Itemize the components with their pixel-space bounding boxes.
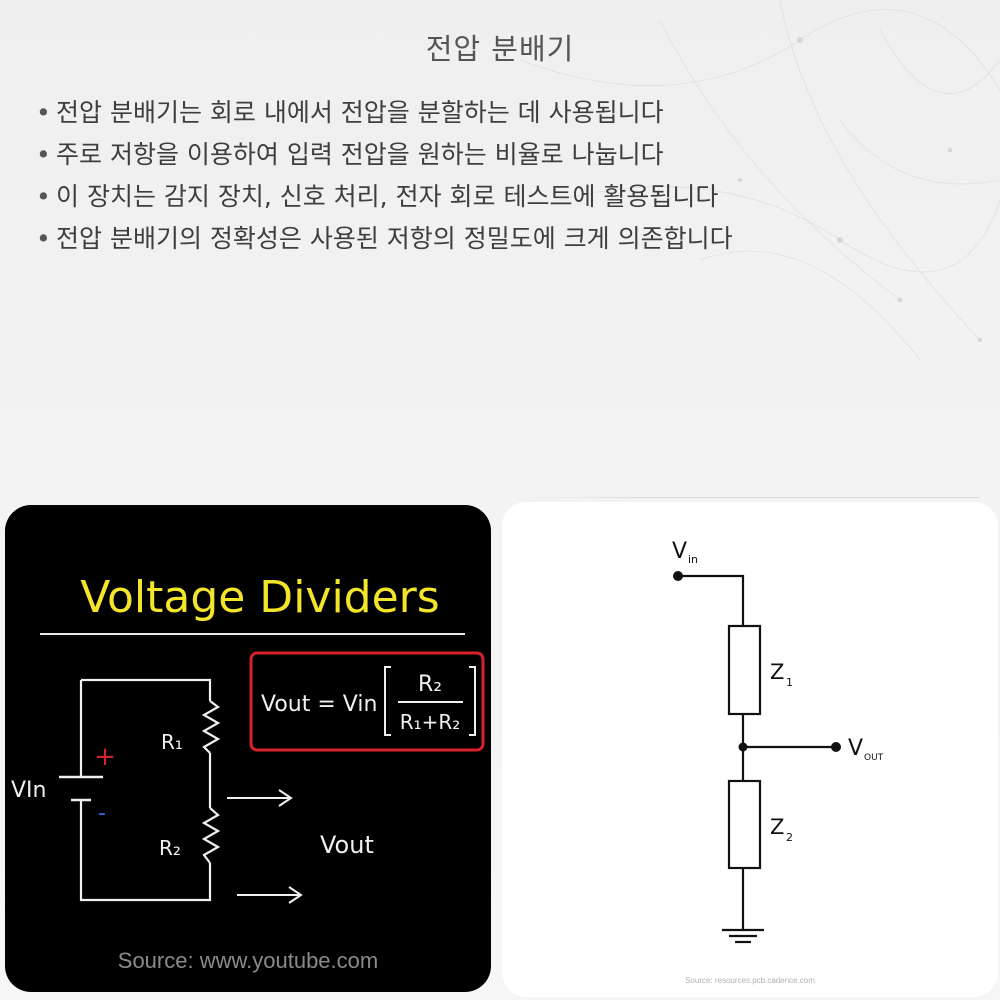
bullet-text: 이 장치는 감지 장치, 신호 처리, 전자 회로 테스트에 활용됩니다 — [56, 182, 719, 211]
junction-dot — [738, 742, 748, 752]
vout-label-main: V — [848, 736, 863, 761]
bullet-text: 전압 분배기의 정확성은 사용된 저항의 정밀도에 크게 의존합니다 — [56, 224, 733, 253]
image-source-caption: Source: www.youtube.com — [117, 948, 379, 973]
circuit-wires — [79, 678, 212, 902]
resistor-r1 — [201, 700, 221, 754]
z1-label-sub: 1 — [786, 676, 793, 689]
vout-label: Vout — [320, 831, 374, 859]
vin-label-sub: in — [688, 553, 698, 566]
output-arrows — [227, 789, 303, 904]
voltage-divider-schematic-image: V in Z 1 Z 2 V OUT Source: resources.pcb… — [502, 502, 998, 997]
chalkboard-drawing: Voltage Dividers Vout = Vin R₂ R₁+R₂ + - — [11, 572, 485, 904]
bullet-dot-icon: • — [36, 98, 51, 127]
bullet-item: •전압 분배기는 회로 내에서 전압을 분할하는 데 사용됩니다 — [36, 92, 733, 134]
bullet-dot-icon: • — [36, 224, 51, 253]
schematic-drawing: V in Z 1 Z 2 V OUT — [672, 539, 884, 944]
bullet-item: •주로 저항을 이용하여 입력 전압을 원하는 비율로 나눕니다 — [36, 134, 733, 176]
slide-title: 전압 분배기 — [425, 32, 575, 66]
ground-symbol-icon — [722, 928, 764, 944]
formula-left-bracket — [384, 666, 391, 736]
formula-numerator: R₂ — [418, 672, 442, 697]
bullet-dot-icon: • — [36, 182, 51, 211]
r1-label: R₁ — [161, 730, 183, 754]
vout-terminal-dot — [831, 742, 841, 752]
bullet-list: •전압 분배기는 회로 내에서 전압을 분할하는 데 사용됩니다 •주로 저항을… — [36, 92, 733, 260]
bullet-dot-icon: • — [36, 140, 51, 169]
formula-lhs: Vout = Vin — [261, 692, 377, 717]
r2-label: R₂ — [159, 836, 181, 860]
vin-terminal-dot — [673, 571, 683, 581]
z2-label-main: Z — [770, 815, 784, 839]
z1-label-main: Z — [770, 660, 784, 684]
bullet-item: •이 장치는 감지 장치, 신호 처리, 전자 회로 테스트에 활용됩니다 — [36, 176, 733, 218]
schematic-wires — [678, 574, 836, 930]
chalkboard-heading: Voltage Dividers — [80, 572, 439, 623]
image-source-caption: Source: resources.pcb.cadence.com — [685, 976, 815, 985]
impedance-z2 — [727, 779, 762, 870]
formula-box — [249, 651, 485, 752]
vin-label: VIn — [11, 778, 46, 803]
voltage-divider-chalkboard-image: Voltage Dividers Vout = Vin R₂ R₁+R₂ + - — [5, 505, 491, 992]
bullet-text: 전압 분배기는 회로 내에서 전압을 분할하는 데 사용됩니다 — [56, 98, 664, 127]
background-network-decoration — [519, 0, 1000, 361]
plus-sign: + — [94, 742, 116, 772]
bullet-text: 주로 저항을 이용하여 입력 전압을 원하는 비율로 나눕니다 — [56, 140, 664, 169]
formula-right-bracket — [469, 666, 476, 736]
formula-denominator: R₁+R₂ — [400, 710, 461, 734]
z2-label-sub: 2 — [786, 831, 793, 844]
vout-label-sub: OUT — [864, 753, 884, 763]
bullet-item: •전압 분배기의 정확성은 사용된 저항의 정밀도에 크게 의존합니다 — [36, 218, 733, 260]
resistor-r2 — [201, 807, 221, 864]
minus-sign: - — [98, 801, 106, 826]
divider-line — [520, 497, 980, 498]
vin-label-main: V — [672, 539, 687, 564]
impedance-z1 — [727, 624, 762, 716]
